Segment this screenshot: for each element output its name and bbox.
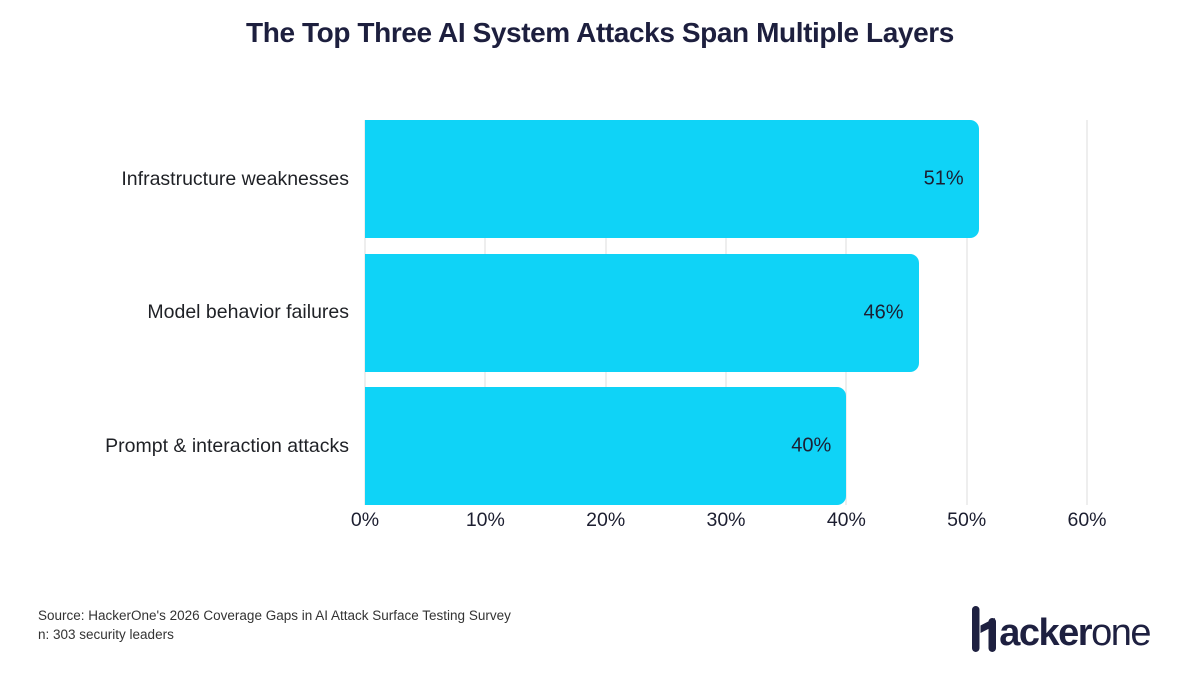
- plot-area: 51% 46% 40%: [364, 120, 1088, 505]
- bar-row: 46%: [365, 253, 1087, 372]
- bar-value-label: 51%: [923, 167, 964, 190]
- category-label: Model behavior failures: [147, 301, 349, 323]
- bar-model-behavior-failures: 46%: [365, 253, 919, 372]
- gridline: [1086, 120, 1088, 505]
- hackerone-h-glyph-icon: [972, 606, 997, 652]
- hackerone-logo: acker one: [971, 606, 1151, 654]
- bar-prompt-interaction-attacks: 40%: [365, 387, 847, 505]
- x-tick-label: 20%: [586, 509, 626, 531]
- category-labels: Infrastructure weaknesses Model behavior…: [0, 120, 349, 505]
- x-tick-label: 10%: [465, 509, 505, 531]
- bar-row: 40%: [365, 387, 1087, 505]
- logo-text-bold: acker: [999, 612, 1092, 654]
- source-line: Source: HackerOne's 2026 Coverage Gaps i…: [38, 608, 511, 623]
- gridline: [966, 120, 968, 505]
- x-axis: 0% 10% 20% 30% 40% 50% 60%: [351, 509, 1107, 535]
- logo-text-light: one: [1091, 612, 1151, 654]
- chart-title: The Top Three AI System Attacks Span Mul…: [246, 17, 954, 48]
- x-tick-label: 40%: [826, 509, 866, 531]
- bar-row: 51%: [365, 120, 1087, 238]
- x-tick-label: 30%: [706, 509, 746, 531]
- bar-value-label: 46%: [863, 301, 904, 323]
- category-label: Prompt & interaction attacks: [105, 434, 349, 457]
- bar-value-label: 40%: [791, 434, 832, 457]
- source-note: Source: HackerOne's 2026 Coverage Gaps i…: [38, 608, 511, 646]
- bars: 51% 46% 40%: [365, 120, 1087, 505]
- x-tick-label: 50%: [947, 509, 987, 531]
- bar-infrastructure-weaknesses: 51%: [365, 120, 979, 238]
- x-tick-label: 0%: [350, 509, 380, 531]
- sample-size-line: n: 303 security leaders: [38, 627, 174, 643]
- category-label: Infrastructure weaknesses: [121, 167, 349, 190]
- x-tick-label: 60%: [1067, 509, 1107, 531]
